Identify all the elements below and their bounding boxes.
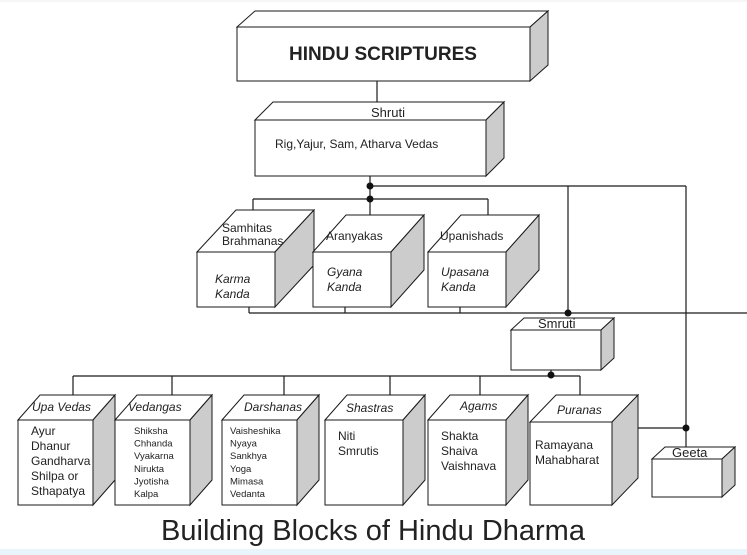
- box-label: Geeta: [672, 445, 708, 460]
- box-top-face: [235, 10, 550, 28]
- box-front-face: [221, 419, 298, 506]
- box-text-line: Gyana: [327, 265, 363, 279]
- box-text-line: Vedanta: [230, 489, 266, 500]
- box-label: Aranyakas: [326, 229, 383, 243]
- box-darshanas: DarshanasVaisheshikaNyayaSankhyaYogaMima…: [220, 393, 321, 507]
- junction-dot: [366, 182, 374, 190]
- box-text-line: Shakta: [441, 429, 479, 443]
- junction-dot: [564, 309, 572, 317]
- box-text-line: Smrutis: [338, 444, 379, 458]
- box-label: Puranas: [557, 403, 602, 417]
- box-label: Upanishads: [440, 229, 503, 243]
- box-text-line: Shiksha: [134, 426, 169, 437]
- box-smruti: Smruti: [509, 316, 616, 372]
- box-text-line: Mahabharat: [535, 453, 600, 467]
- box-text-line: Sankhya: [230, 451, 268, 462]
- box-front-face: [236, 26, 531, 82]
- box-text-line: Shaiva: [441, 444, 478, 458]
- box-front-face: [427, 419, 507, 506]
- box-text-line: Kanda: [327, 280, 362, 294]
- box-front-face: [510, 329, 602, 371]
- junction-dot: [547, 371, 555, 379]
- connectors: [72, 81, 747, 458]
- box-text-line: Niti: [338, 429, 355, 443]
- box-front-face: [17, 419, 94, 506]
- box-root: HINDU SCRIPTURES: [235, 9, 550, 83]
- bottom-edge: [0, 549, 747, 555]
- box-text-line: Yoga: [230, 464, 252, 475]
- box-label: Samhitas: [222, 221, 272, 235]
- diagram-caption: Building Blocks of Hindu Dharma: [161, 515, 586, 547]
- box-text-line: Nyaya: [230, 439, 258, 450]
- box-text-line: Jyotisha: [134, 476, 170, 487]
- box-vedangas: VedangasShikshaChhandaVyakarnaNiruktaJyo…: [113, 393, 214, 507]
- box-text-line: Rig,Yajur, Sam, Atharva Vedas: [275, 137, 438, 151]
- box-label: Smruti: [538, 316, 576, 331]
- box-text-line: Kanda: [441, 280, 476, 294]
- box-front-face: [114, 419, 191, 506]
- box-text-line: Vaishnava: [441, 459, 496, 473]
- box-front-face: [529, 421, 613, 506]
- box-label: Shruti: [371, 105, 405, 120]
- box-text-line: Upasana: [441, 265, 489, 279]
- top-edge: [0, 0, 747, 2]
- box-text-line: Sthapatya: [31, 484, 85, 498]
- box-label: Agams: [459, 399, 497, 413]
- junction-dot: [366, 195, 374, 203]
- box-front-face: [324, 419, 404, 506]
- box-text-line: Gandharva: [31, 454, 91, 468]
- box-text-line: Nirukta: [134, 464, 165, 475]
- box-text-line: Shilpa or: [31, 469, 78, 483]
- box-text-line: Ramayana: [535, 438, 593, 452]
- box-text-line: Vaisheshika: [230, 426, 281, 437]
- box-text-line: Dhanur: [31, 439, 70, 453]
- box-text-line: Karma: [215, 272, 251, 286]
- box-text-line: Kanda: [215, 287, 250, 301]
- junction-dot: [682, 424, 690, 432]
- box-front-face: [651, 458, 723, 498]
- box-label: Darshanas: [244, 400, 302, 414]
- box-text-line: Kalpa: [134, 489, 159, 500]
- box-text-line: HINDU SCRIPTURES: [289, 44, 477, 65]
- box-text-line: Ayur: [31, 424, 55, 438]
- box-text-line: Mimasa: [230, 476, 264, 487]
- junctions: [366, 182, 690, 432]
- box-label: Brahmanas: [222, 234, 283, 248]
- box-label: Upa Vedas: [32, 400, 91, 414]
- box-front-face: [312, 251, 392, 308]
- box-front-face: [254, 119, 487, 177]
- box-front-face: [196, 251, 276, 308]
- box-front-face: [427, 251, 507, 308]
- box-text-line: Vyakarna: [134, 451, 174, 462]
- box-label: Shastras: [346, 401, 393, 415]
- box-geeta: Geeta: [650, 445, 737, 499]
- box-text-line: Chhanda: [134, 439, 173, 450]
- box-label: Vedangas: [128, 400, 182, 414]
